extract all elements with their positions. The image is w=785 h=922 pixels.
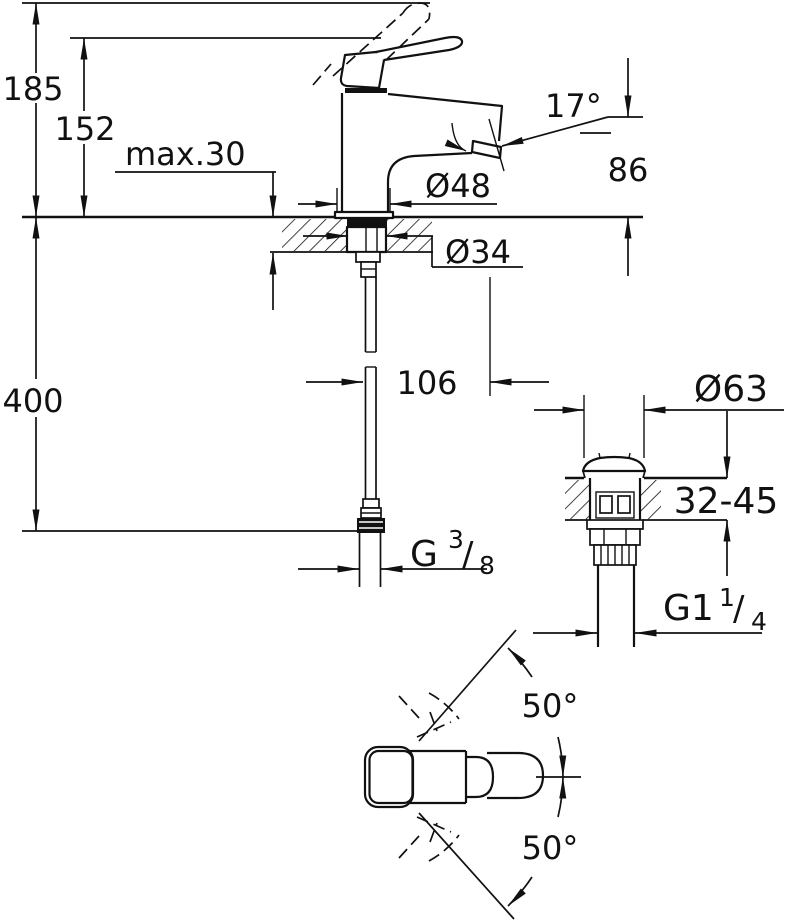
dim-outlet-height: 86 xyxy=(608,58,649,276)
hose-connector xyxy=(357,498,385,587)
swing-arc-upper-b xyxy=(557,736,567,778)
dim-hole-diameter: Ø34 xyxy=(303,232,523,271)
dim-spout-projection: 106 xyxy=(306,277,549,402)
dim-hole-diameter-value: Ø34 xyxy=(445,233,511,271)
handle-swung-lower-dashed xyxy=(398,816,460,862)
supply-hose xyxy=(364,277,377,499)
dim-deck-max-value: max.30 xyxy=(125,135,246,173)
dim-total-height: 185 xyxy=(1,3,67,217)
spout-top-edge xyxy=(387,92,504,142)
grip-outer-outline xyxy=(363,745,415,809)
lever-joint xyxy=(345,88,387,93)
grip-inner-outline xyxy=(368,749,414,805)
waste-view xyxy=(565,452,727,647)
dim-spout-height-value: 152 xyxy=(54,110,115,148)
lever-raised-dashed xyxy=(312,2,431,86)
dim-total-height-value: 185 xyxy=(2,70,63,108)
dim-cap-diameter-value: Ø63 xyxy=(694,369,768,410)
dim-spout-height: 152 xyxy=(52,38,118,217)
swing-ray-lower xyxy=(418,812,515,920)
overflow-slot-left xyxy=(599,495,613,514)
dim-base-diameter: Ø48 xyxy=(298,167,497,208)
cartridge-outline xyxy=(466,755,495,799)
spray-tilt-arrow xyxy=(444,122,467,152)
base-gasket xyxy=(347,219,387,227)
dim-spray-angle-value: 17° xyxy=(545,87,602,125)
waste-thread-section xyxy=(593,544,637,566)
dim-swing-upper-value: 50° xyxy=(522,687,579,725)
dim-hose-length: 400 xyxy=(1,217,69,531)
waste-cap xyxy=(581,452,647,479)
swing-arc-lower-b xyxy=(507,876,533,907)
spout-top-outline xyxy=(487,751,545,800)
dim-deck-range-value: 32-45 xyxy=(674,481,779,522)
faucet-front-view xyxy=(312,2,505,587)
dim-waste-thread: G1 1 / 4 xyxy=(533,583,767,637)
swing-arc-upper-a xyxy=(507,647,533,678)
swing-ray-upper xyxy=(418,629,517,742)
deck-hatch-waste-right xyxy=(640,480,661,519)
lever-grip xyxy=(339,50,386,90)
reference-lines xyxy=(22,2,643,532)
waste-locknut xyxy=(586,519,644,546)
dim-waste-thread-label: G1 1 / 4 xyxy=(663,583,767,636)
dim-spout-projection-value: 106 xyxy=(396,364,457,402)
dim-supply-thread: G 3 / 8 xyxy=(298,525,495,580)
top-view: 50° 50° xyxy=(363,629,581,920)
dim-supply-thread-label: G 3 / 8 xyxy=(410,525,495,580)
dim-cap-diameter: Ø63 xyxy=(534,369,784,458)
overflow-slot-right xyxy=(617,495,631,514)
connector-nut xyxy=(357,518,385,533)
base-plate xyxy=(333,210,395,220)
deck-hatch-front xyxy=(282,219,432,251)
dim-outlet-height-value: 86 xyxy=(608,151,649,189)
handle-swung-upper-dashed xyxy=(398,692,460,738)
dim-swing-lower-value: 50° xyxy=(522,829,579,867)
dim-hose-length-value: 400 xyxy=(2,382,63,420)
dim-spray-angle: 17° xyxy=(501,87,643,147)
dim-deck-range: 32-45 xyxy=(674,411,779,576)
shank-step xyxy=(355,251,381,263)
swing-arc-lower-a xyxy=(557,776,567,818)
dim-base-diameter-value: Ø48 xyxy=(425,167,491,205)
deck-hatch-waste-left xyxy=(565,480,590,519)
dim-deck-thickness-max: max.30 xyxy=(125,135,277,310)
lever-blade xyxy=(375,35,464,62)
spray-direction-line xyxy=(488,118,505,172)
spout-underside xyxy=(386,151,473,212)
waste-body xyxy=(588,478,642,520)
